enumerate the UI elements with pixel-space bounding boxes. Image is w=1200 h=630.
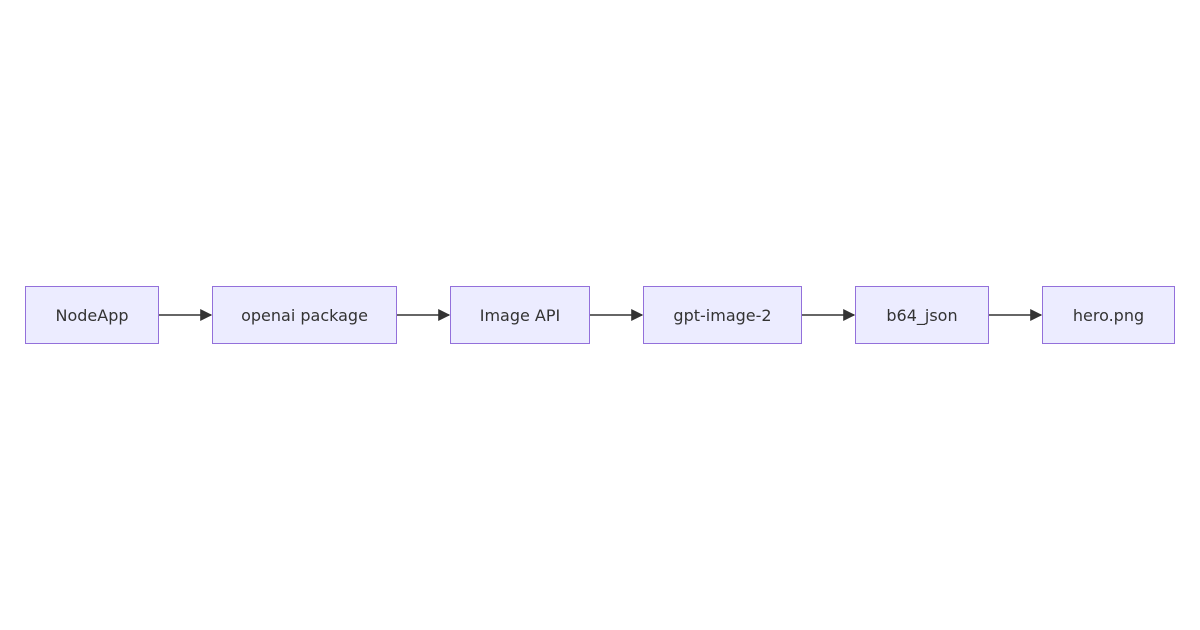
node-hero-png: hero.png	[1042, 286, 1175, 344]
node-nodeapp: NodeApp	[25, 286, 159, 344]
node-gpt-image-2: gpt-image-2	[643, 286, 802, 344]
node-image-api: Image API	[450, 286, 590, 344]
node-b64-json: b64_json	[855, 286, 989, 344]
node-openai-package: openai package	[212, 286, 397, 344]
